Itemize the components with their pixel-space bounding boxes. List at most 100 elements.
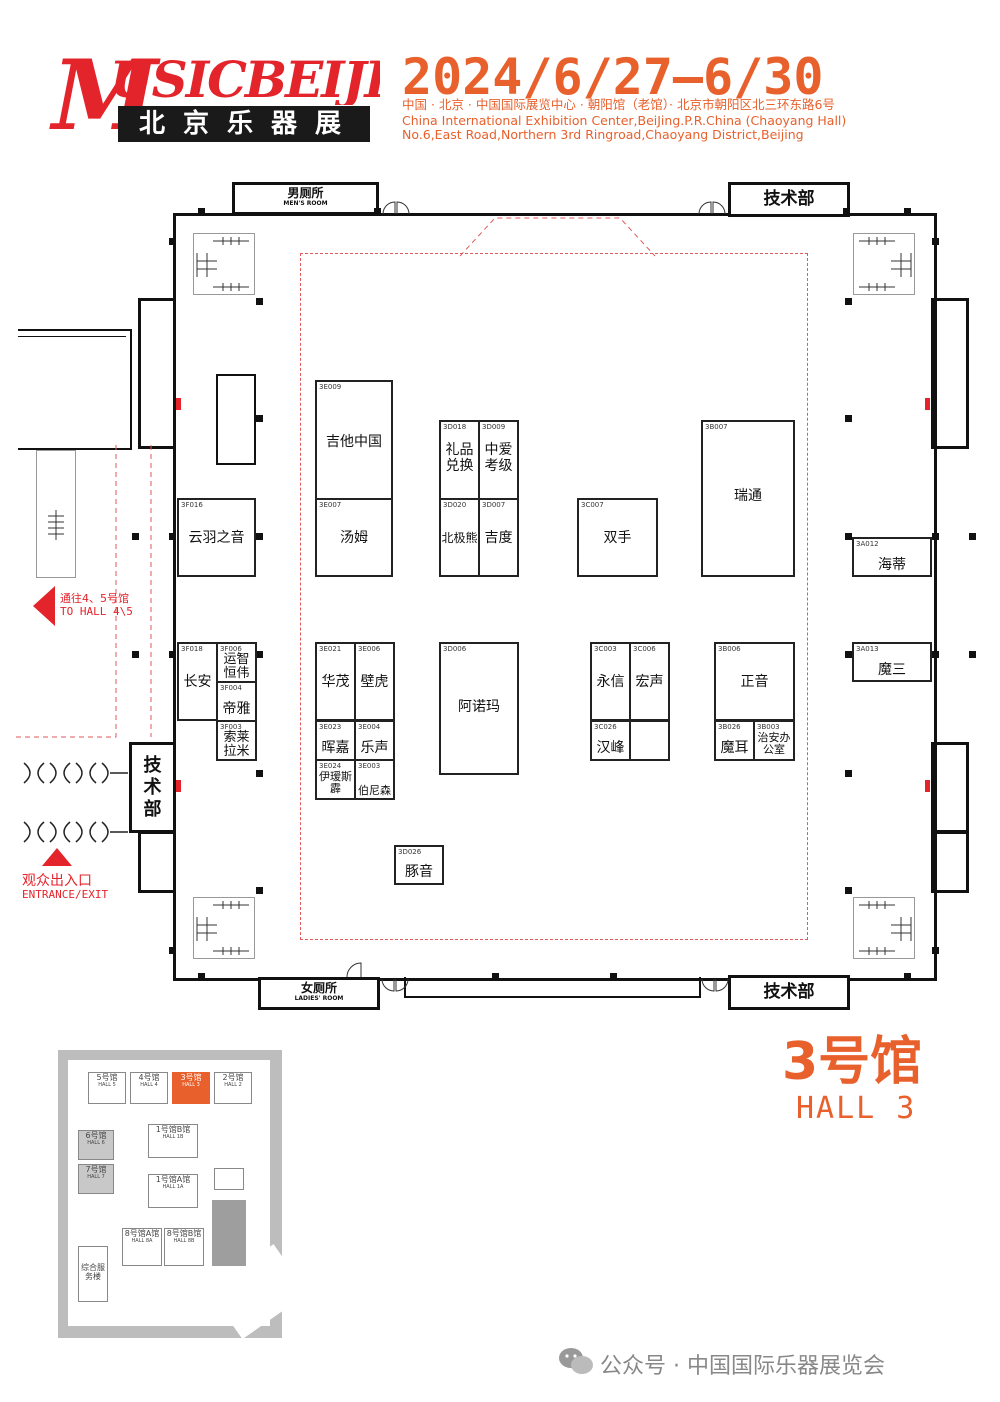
- booth[interactable]: 3C007 双手: [577, 498, 658, 577]
- column: [256, 415, 263, 422]
- booth[interactable]: 3E021 华茂: [315, 642, 356, 721]
- column: [932, 947, 939, 954]
- booth-code: 3F016: [181, 501, 203, 509]
- booth[interactable]: 3B003 治安办公室: [753, 720, 795, 761]
- door-top-2: [698, 201, 726, 215]
- booth[interactable]: 3E003 伯尼森: [354, 759, 395, 800]
- booth-name: 魔耳: [720, 740, 749, 756]
- booth-code: 3C007: [581, 501, 604, 509]
- booth[interactable]: 3F018 长安: [177, 642, 218, 721]
- booth[interactable]: 3E023 晖嘉: [315, 720, 356, 761]
- hall-label-cn: 3号馆: [782, 1032, 923, 1092]
- booth-name: 豚音: [405, 864, 433, 880]
- minimap-hall-label: 8号馆A馆: [124, 1229, 160, 1238]
- column: [169, 947, 176, 954]
- booth-code: 3F004: [220, 684, 242, 692]
- mens-room: 男厕所 MEN'S ROOM: [232, 182, 379, 215]
- column: [256, 533, 263, 540]
- booth[interactable]: 3B006 正音: [714, 642, 795, 721]
- door-bottom-1: [346, 962, 362, 978]
- booth-name: 吉度: [484, 530, 513, 546]
- address-cn: 中国 · 北京 · 中国国际展览中心 · 朝阳馆（老馆）· 北京市朝阳区北三环东…: [402, 97, 835, 112]
- hall-label-en: HALL 3: [796, 1091, 917, 1126]
- booth[interactable]: 3C003 永信: [590, 642, 631, 721]
- left-wall-block-top: [138, 298, 176, 449]
- mens-room-label: 男厕所: [287, 186, 324, 200]
- minimap-hall-label: 1号馆B馆: [155, 1125, 191, 1134]
- booth-name: 阿诺玛: [458, 699, 500, 715]
- corridor: [18, 329, 132, 450]
- booth[interactable]: 3B026 魔耳: [714, 720, 755, 761]
- fire-equipment-marker: [925, 780, 930, 792]
- booth[interactable]: 3E006 壁虎: [354, 642, 395, 721]
- booth[interactable]: 3D026 豚音: [394, 845, 444, 885]
- booth-name: 魔三: [878, 662, 906, 678]
- left-wall-block-bottom2: [138, 831, 176, 893]
- booth[interactable]: 3A012 海蒂: [852, 537, 932, 577]
- minimap-hall-label-en: HALL 8A: [131, 1238, 153, 1244]
- mens-room-label-en: MEN'S ROOM: [283, 200, 328, 207]
- fire-equipment-marker: [176, 398, 181, 410]
- booth-name: 乐声: [360, 740, 389, 756]
- booth-name: 帝雅: [222, 701, 251, 717]
- booth[interactable]: 3D018 礼品兑换: [439, 420, 480, 500]
- ladies-room-label: 女厕所: [300, 981, 337, 995]
- address-en-1: China International Exhibition Center,Be…: [402, 113, 847, 128]
- booth[interactable]: 3F003 索莱拉米: [216, 720, 257, 761]
- booth[interactable]: 3F016 云羽之音: [177, 498, 256, 577]
- booth-name: 运智恒伟: [223, 652, 250, 681]
- minimap-hall-label: 6号馆: [85, 1131, 107, 1140]
- arrow-left-icon: [33, 586, 55, 626]
- booth[interactable]: 3D009 中爱考级: [478, 420, 519, 500]
- minimap-hall-label: 5号馆: [96, 1073, 118, 1082]
- booth[interactable]: 3F004 帝雅: [216, 681, 257, 722]
- column: [845, 533, 852, 540]
- column: [904, 208, 911, 215]
- column: [932, 238, 939, 245]
- column: [610, 973, 617, 980]
- booth[interactable]: 3E007 汤姆: [315, 498, 393, 577]
- booth-name: 永信: [596, 674, 625, 690]
- hall-outer-wall: [173, 213, 937, 981]
- footer-text: 公众号 · 中国国际乐器展览会: [600, 1354, 885, 1379]
- door-bottom-3: [701, 978, 729, 992]
- entrance-door-icon-1: [23, 762, 128, 784]
- booth[interactable]: 3C026 汉峰: [590, 720, 631, 761]
- minimap-hall-label: 1号馆A馆: [155, 1175, 191, 1184]
- booth[interactable]: 3D007 吉度: [478, 498, 519, 577]
- booth[interactable]: 3E009 吉他中国: [315, 380, 393, 500]
- ladies-room-label-en: LADIES' ROOM: [294, 995, 344, 1002]
- booth[interactable]: 3D020 北极熊: [439, 498, 480, 577]
- booth[interactable]: 3D006 阿诺玛: [439, 642, 519, 775]
- column: [256, 298, 263, 305]
- column: [198, 208, 205, 215]
- booth-name: 壁虎: [360, 674, 389, 690]
- booth[interactable]: 3C006 宏声: [629, 642, 670, 721]
- booth-name: 北极熊: [441, 531, 478, 545]
- minimap-hall-label-en: HALL 6: [87, 1140, 105, 1146]
- booth-name: 礼品兑换: [445, 442, 474, 474]
- minimap-hall-label: 4号馆: [138, 1073, 160, 1082]
- booth-name: 索莱拉米: [223, 730, 250, 759]
- fire-equipment-marker: [925, 398, 930, 410]
- booth[interactable]: 3E024 伊瑷斯霹: [315, 759, 356, 800]
- fire-equipment-marker: [176, 780, 181, 792]
- column: [169, 533, 176, 540]
- booth-code: 3E024: [319, 762, 342, 770]
- booth-name: 汤姆: [340, 530, 368, 546]
- dashed-route-left: [16, 445, 152, 738]
- booth-code: 3F006: [220, 645, 242, 653]
- booth-name: 云羽之音: [188, 530, 245, 546]
- logo-text: USICBEIJING: [110, 55, 380, 105]
- booth[interactable]: 3F006 运智恒伟: [216, 642, 257, 683]
- entrance-door-icon-2: [23, 821, 128, 843]
- booth-code: 3E009: [319, 383, 342, 391]
- booth[interactable]: 3A013 魔三: [852, 642, 932, 682]
- logo-cn-bar: 北京乐器展: [118, 106, 370, 142]
- column: [198, 973, 205, 980]
- booth[interactable]: 3B007 瑞通: [701, 420, 795, 577]
- booth-empty[interactable]: [629, 720, 670, 761]
- booth[interactable]: 3E004 乐声: [354, 720, 395, 761]
